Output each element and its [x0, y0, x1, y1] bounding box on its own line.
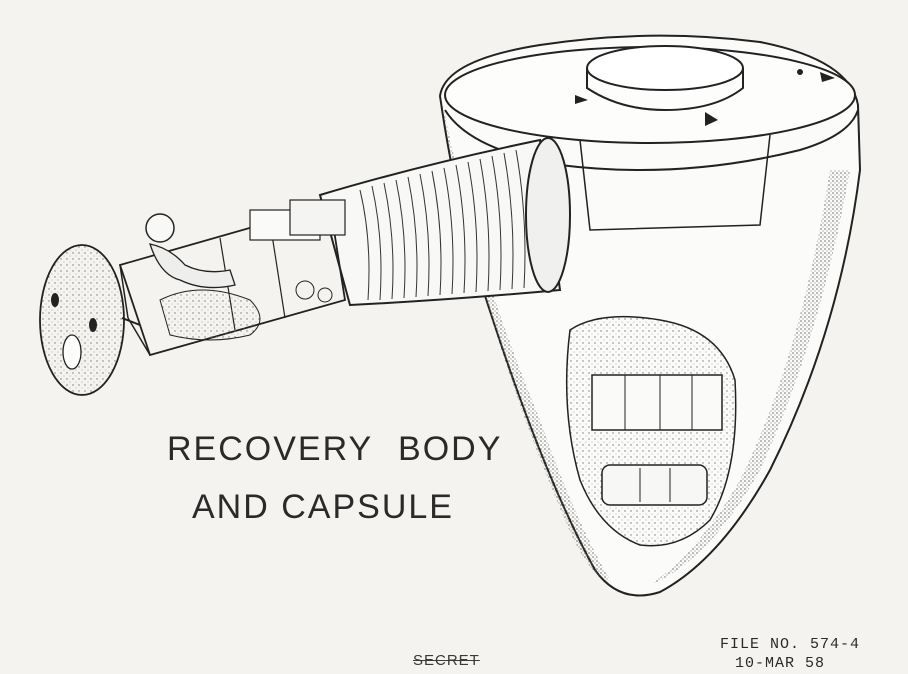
capsule-frame [118, 199, 347, 357]
title-line-2: AND CAPSULE [192, 488, 454, 526]
capsule-cylinder [318, 137, 571, 307]
recovery-body [438, 34, 862, 597]
end-disc [39, 244, 141, 396]
file-number: FILE NO. 574-4 [720, 636, 861, 653]
file-date: 10-MAR 58 [735, 655, 826, 672]
title-line-1: RECOVERY BODY [167, 430, 503, 468]
classification-stamp: SECRET [413, 652, 480, 669]
